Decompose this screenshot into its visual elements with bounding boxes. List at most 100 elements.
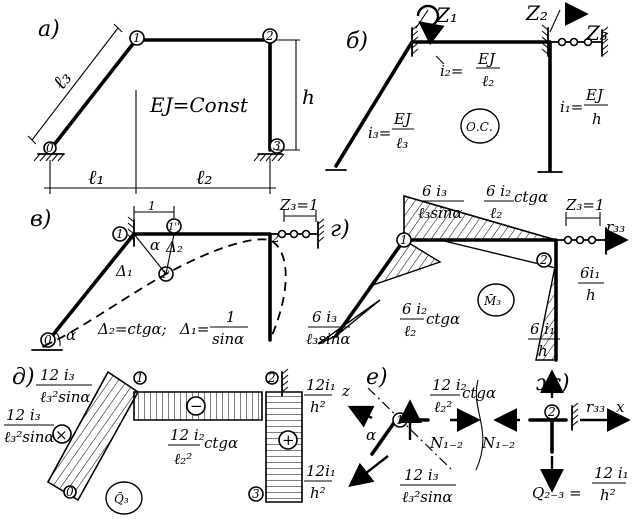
panel-d-label: д)	[12, 365, 35, 390]
i3-lhs: i₃=	[368, 124, 391, 142]
e-node-1-label: 1	[396, 413, 404, 427]
z1-rotation-arrow	[416, 4, 445, 46]
q3-badge-text: Q̄₃	[114, 491, 129, 506]
g-t5-tail: ctgα	[426, 310, 460, 328]
g-t3-den: h	[586, 286, 596, 304]
e-cut-line	[475, 379, 484, 471]
zh-right-clamp	[571, 402, 579, 431]
g-t5-den: ℓ₂	[404, 322, 416, 340]
node-2-marker	[262, 28, 278, 44]
os-badge-ring	[460, 108, 500, 144]
dim-bottom-line	[44, 150, 276, 194]
d-t1-den: ℓ₃²sinα	[40, 388, 91, 406]
minus-sign-ring	[186, 396, 206, 416]
node-1-label: 1	[133, 31, 141, 45]
g-frame	[334, 238, 558, 362]
horizontal-link-support	[551, 26, 609, 57]
node-0-label: 0	[46, 141, 54, 155]
d-right-clamp	[281, 368, 289, 397]
z2-label: Z₂	[525, 1, 548, 25]
g-t6-num: 6 i₁	[530, 320, 555, 338]
fixed-support-3	[253, 153, 285, 162]
v-node-0-label: 0	[44, 333, 52, 347]
v-z3-label: Z₃=1	[279, 196, 319, 214]
e-diag-arrow	[348, 455, 389, 487]
zh-q-den: h²	[600, 486, 616, 504]
delta1-label: Δ₁	[115, 262, 133, 280]
e-n12b-label: N₁₋₂	[481, 434, 515, 452]
panel-v: в) 1 1'' 1' 0 1 α Δ₁ Δ₂	[30, 196, 325, 351]
node-1-marker	[129, 30, 145, 46]
z1-pointer	[415, 9, 429, 29]
v-node-0-marker	[40, 332, 56, 348]
e-z-label: z	[341, 382, 350, 400]
d-t4-den: h²	[310, 398, 326, 416]
i1-num: EJ	[585, 86, 604, 104]
d-node-3-label: 3	[252, 487, 260, 501]
panel-g-label: г)	[330, 217, 350, 242]
g-t5-num: 6 i₂	[402, 300, 427, 318]
g-node-1-marker	[396, 232, 412, 248]
moment-area-left-lower	[317, 299, 381, 345]
times-sign: ×	[55, 426, 68, 444]
d-node-0-label: 0	[66, 485, 74, 499]
zh-q-lhs: Q₂₋₃ =	[532, 484, 582, 502]
g-t3-num: 6i₁	[580, 264, 600, 282]
z2-pointer	[549, 9, 561, 33]
alpha-base-label: α	[66, 326, 76, 344]
v-node-1pp-label: 1''	[168, 222, 180, 233]
plus-sign-ring	[278, 430, 298, 450]
shear-band-inclined	[46, 370, 140, 502]
v-node-1-marker	[112, 226, 128, 242]
e-top-den: ℓ₂²	[434, 398, 452, 416]
stiffness-label: EJ=Const	[149, 93, 249, 117]
i3-den: ℓ₃	[396, 134, 408, 152]
dim-l2-label: ℓ₂	[196, 165, 212, 189]
d-t3-den: ℓ₂²	[174, 450, 192, 468]
dim-unit-label: 1	[148, 199, 156, 213]
d-node-3-marker	[248, 486, 264, 502]
e-bot-num: 12 i₃	[404, 466, 439, 484]
zh-r33-label: r₃₃	[586, 398, 605, 416]
e-bot-den: ℓ₃²sinα	[402, 488, 453, 506]
i1-den: h	[592, 110, 602, 128]
zh-x-label: x	[616, 398, 625, 416]
alpha-label: α	[150, 236, 160, 254]
kinematic-frame	[42, 232, 272, 348]
d-node-1-label: 1	[136, 371, 144, 385]
d-node-1-marker	[133, 371, 147, 385]
panel-a: а) 0 1 2 3 ℓ₃ h EJ=Const ℓ₁ ℓ₂	[27, 17, 315, 194]
g-t4-den: ℓ₃sinα	[306, 330, 351, 348]
d-node-0-marker	[63, 485, 77, 499]
panel-zh: ж) 2 r₃₃ x Q₂₋₃ = 12 i₁ h²	[493, 369, 631, 504]
e-top-tail: ctgα	[462, 384, 496, 402]
g-t2-den: ℓ₂	[490, 204, 502, 222]
g-z3-label: Z₃=1	[565, 196, 605, 214]
i2-den: ℓ₂	[482, 72, 494, 90]
node-3-label: 3	[273, 139, 281, 153]
g-right-support	[555, 227, 607, 255]
d-t4-num: 12i₁	[306, 376, 336, 394]
g-node-2-label: 2	[539, 253, 548, 267]
fixed-support-0	[33, 153, 65, 162]
g-r33-label: r₃₃	[606, 218, 625, 236]
i3-num: EJ	[393, 110, 412, 128]
plus-sign: +	[282, 431, 295, 449]
panel-b: б) Z₁ Z₂ Z₃ i₂= EJ ℓ₂	[325, 1, 609, 173]
alpha-arc	[55, 331, 61, 347]
m3-badge-ring	[477, 283, 515, 317]
g-t4-num: 6 i₃	[312, 308, 337, 326]
moment-area-column	[535, 261, 557, 361]
d-t2-num: 12 i₃	[6, 406, 41, 424]
moment-area-crossing	[439, 239, 557, 269]
dim-h-line	[276, 39, 300, 151]
g-node-1-label: 1	[400, 233, 408, 247]
clamp-node-1	[411, 24, 419, 57]
g-node-2-marker	[536, 252, 552, 268]
deformed-shape-dashed	[43, 238, 287, 347]
d-node-2-label: 2	[267, 371, 276, 385]
d-t1-num: 12 i₃	[40, 366, 75, 384]
d-t3-tail: ctgα	[204, 434, 238, 452]
panel-e: е) 1 z α 12 i₂ ℓ₂² ctgα N₁₋₂ N₁₋₂ 12 i₃ …	[341, 365, 515, 506]
